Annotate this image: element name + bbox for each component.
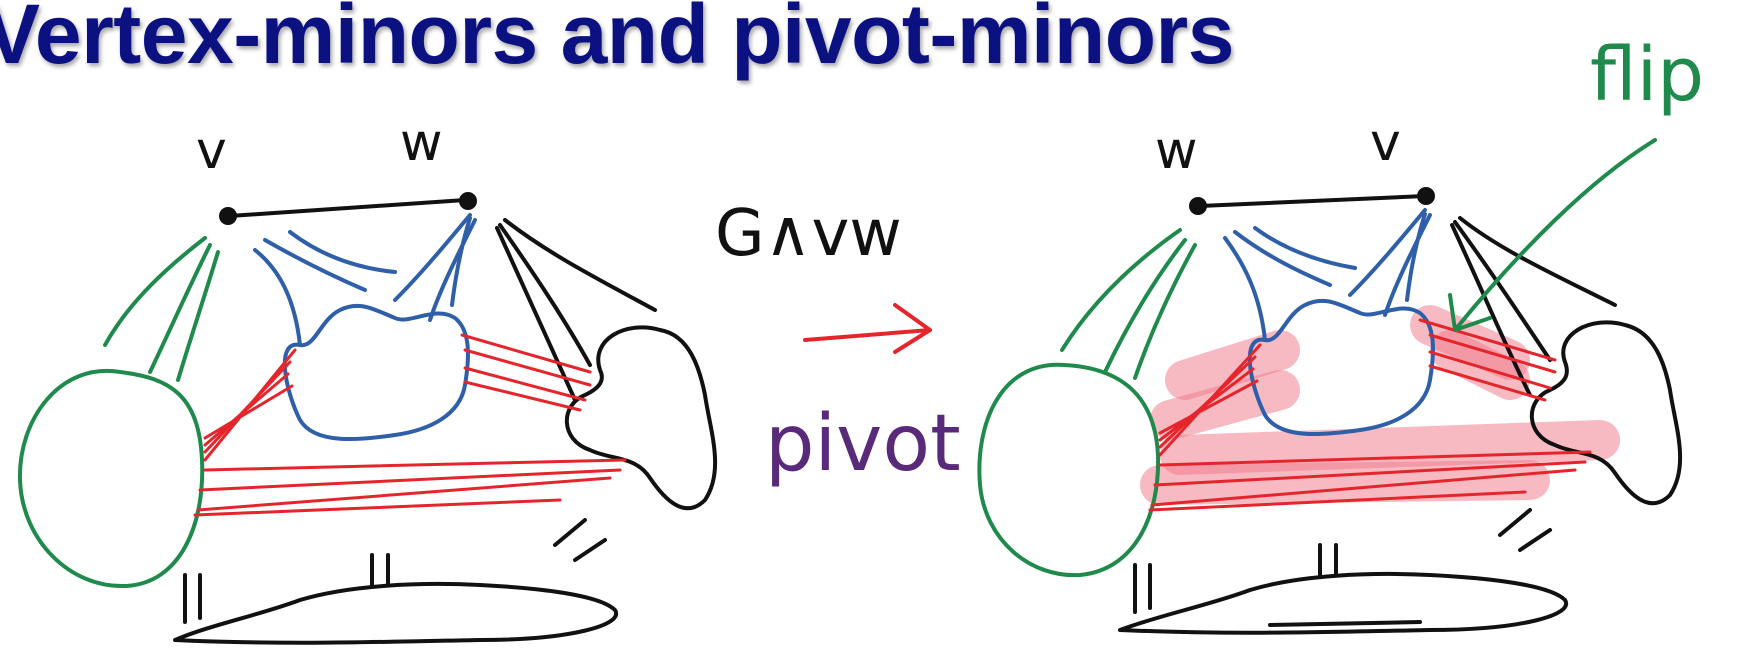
pivot-arrow: [805, 305, 930, 352]
left-vertex-v-label: v: [196, 121, 227, 181]
right-vertex-v: [1417, 187, 1435, 205]
left-black-component: [230, 200, 715, 508]
right-bottom-component: [1120, 510, 1566, 633]
right-vertex-v-label: v: [1370, 113, 1401, 173]
left-vertex-v: [219, 207, 237, 225]
left-green-component: [20, 238, 218, 586]
left-vertex-w-label: w: [400, 113, 443, 173]
slide-title: Vertex-minors and pivot-minors: [0, 0, 1234, 76]
operation-name: pivot: [765, 399, 961, 489]
operation-label: G∧vw: [715, 197, 902, 271]
operation-annotation: G∧vw pivot: [715, 197, 961, 489]
flip-label: flip: [1590, 32, 1704, 118]
left-red-edges: [195, 335, 625, 515]
left-bottom-component: [175, 520, 616, 643]
left-graph: v w: [20, 113, 715, 643]
right-vertex-w-label: w: [1155, 121, 1198, 181]
right-graph: w v: [979, 32, 1704, 633]
left-blue-component: [255, 215, 475, 439]
left-vertex-w: [459, 192, 477, 210]
right-vertex-w: [1189, 197, 1207, 215]
